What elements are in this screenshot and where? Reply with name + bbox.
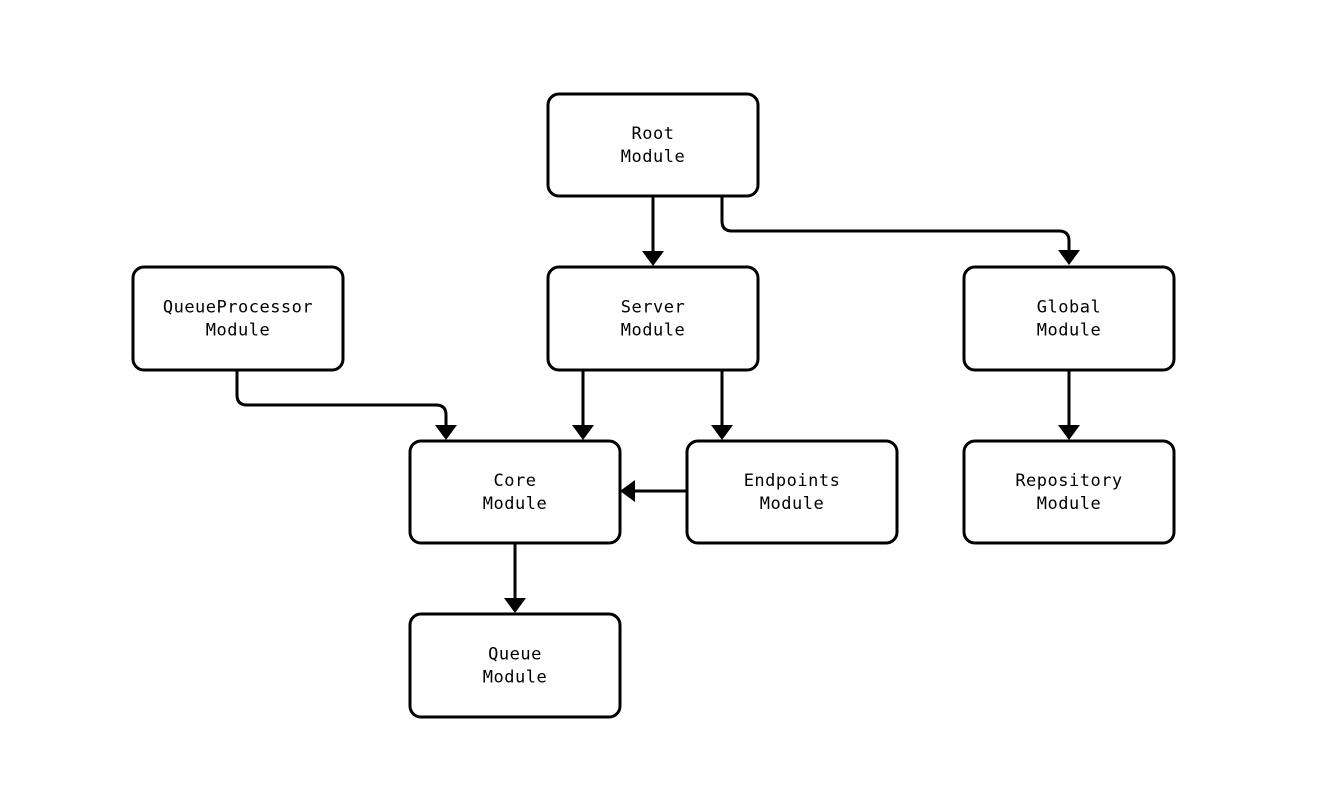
node-label-line2: Module [1037, 321, 1101, 341]
node-label-line2: Module [206, 321, 270, 341]
arrow-head-icon [504, 598, 526, 613]
arrow-head-icon [1058, 425, 1080, 440]
node-label-line1: Queue [488, 645, 542, 665]
edge-line [235, 370, 448, 427]
edge-root-to-server [642, 196, 664, 266]
node-label-line1: QueueProcessor [163, 298, 313, 318]
edge-root-to-global [720, 196, 1080, 265]
node-label-line1: Core [494, 471, 537, 491]
edge-endpoints-to-core [620, 480, 687, 502]
node-label-line1: Root [632, 124, 675, 144]
node-box[interactable] [131, 265, 345, 372]
arrow-head-icon [620, 480, 635, 502]
node-box[interactable] [546, 265, 760, 372]
nodes-layer: RootModuleQueueProcessorModuleServerModu… [131, 92, 1176, 719]
edge-queueprocessor-to-core [235, 370, 457, 440]
node-label-line2: Module [1037, 494, 1101, 514]
edge-server-to-endpoints [711, 370, 733, 440]
node-box[interactable] [962, 439, 1176, 545]
edges-layer [235, 196, 1080, 613]
node-label-line1: Server [621, 298, 685, 318]
node-box[interactable] [685, 439, 899, 545]
node-box[interactable] [408, 439, 622, 545]
node-box[interactable] [962, 265, 1176, 372]
arrow-head-icon [711, 425, 733, 440]
node-label-line2: Module [483, 668, 547, 688]
node-box[interactable] [546, 92, 760, 198]
edge-line [720, 196, 1071, 252]
arrow-head-icon [572, 425, 594, 440]
node-label-line2: Module [483, 494, 547, 514]
node-box[interactable] [408, 612, 622, 719]
node-label-line2: Module [621, 321, 685, 341]
arrow-head-icon [642, 251, 664, 266]
edge-global-to-repository [1058, 370, 1080, 440]
arrow-head-icon [435, 425, 457, 440]
edge-core-to-queue [504, 543, 526, 613]
node-label-line1: Endpoints [744, 471, 841, 491]
node-label-line2: Module [760, 494, 824, 514]
node-label-line2: Module [621, 147, 685, 167]
node-label-line1: Global [1037, 298, 1101, 318]
node-label-line1: Repository [1015, 471, 1122, 491]
arrow-head-icon [1058, 250, 1080, 265]
edge-server-to-core [572, 370, 594, 440]
